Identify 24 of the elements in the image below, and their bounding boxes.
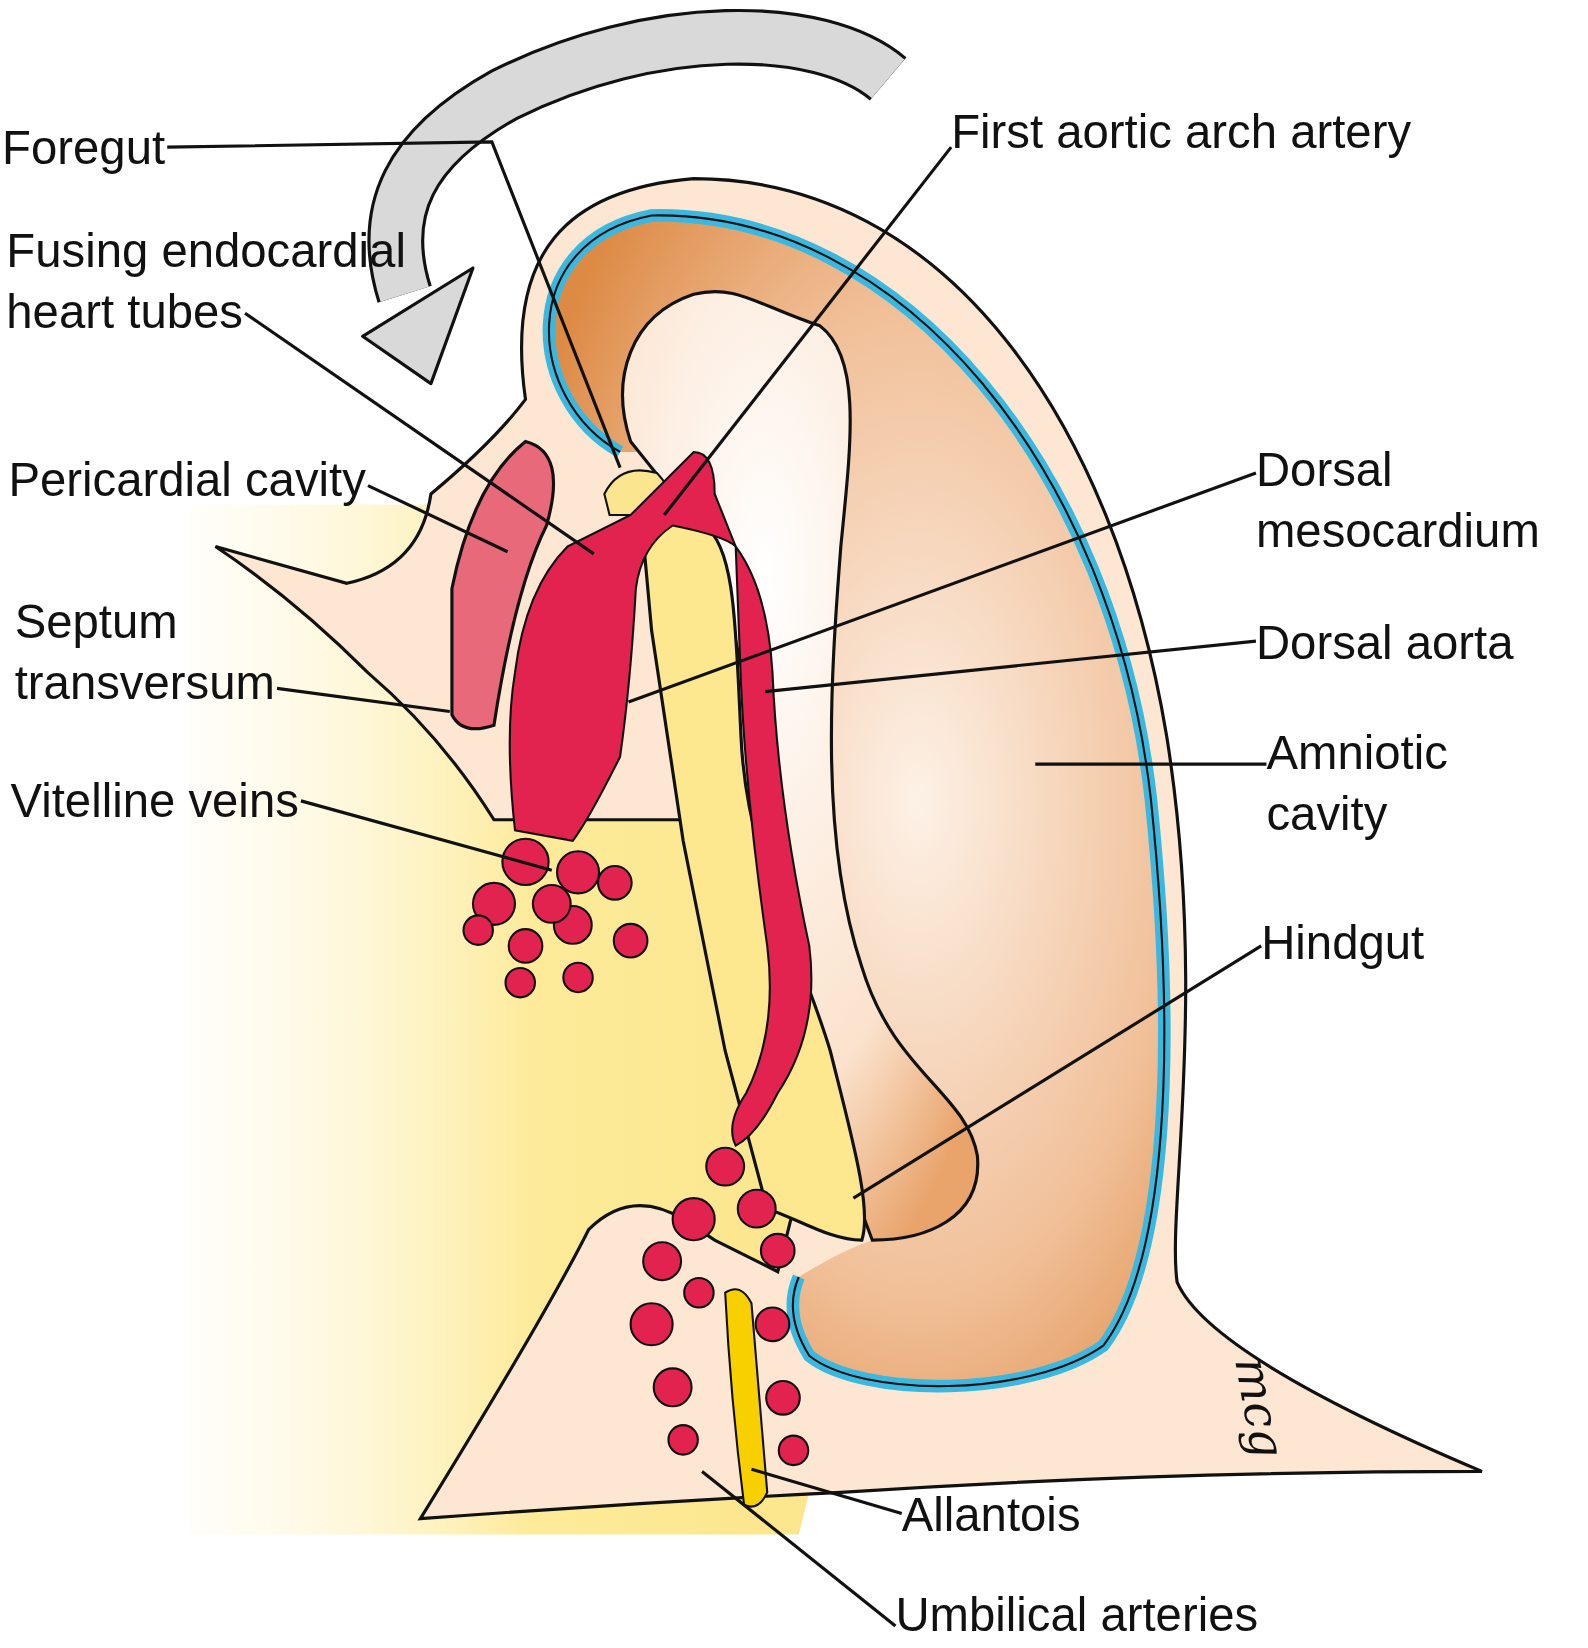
callout-label: Septum transversum (14, 591, 330, 714)
callout-label: Umbilical arteries (895, 1584, 1259, 1646)
callout-label: Allantois (901, 1485, 1081, 1546)
leader-line (852, 944, 1263, 1200)
leader-line (167, 140, 622, 469)
leader-line (300, 799, 553, 872)
leader-line (627, 471, 1257, 704)
callout-label: Hindgut (1261, 912, 1425, 974)
leader-line (764, 639, 1257, 694)
callout-label: Vitelline veins (10, 770, 299, 832)
callout-label: Amniotic cavity (1266, 723, 1519, 845)
leader-line (1035, 762, 1267, 766)
leader-line (367, 484, 509, 554)
callout-label: Dorsal mesocardium (1255, 439, 1587, 562)
callout-label: Dorsal aorta (1255, 612, 1514, 674)
callout-label: Pericardial cavity (8, 449, 366, 511)
signature-text: mcg (1222, 1351, 1298, 1463)
leader-line (701, 1470, 897, 1628)
leader-line (276, 686, 451, 714)
callout-label: First aortic arch artery (951, 101, 1412, 163)
callout-label: Foregut (2, 117, 166, 179)
leader-line (244, 311, 595, 556)
leader-line (663, 146, 953, 516)
leader-line (751, 1467, 903, 1515)
